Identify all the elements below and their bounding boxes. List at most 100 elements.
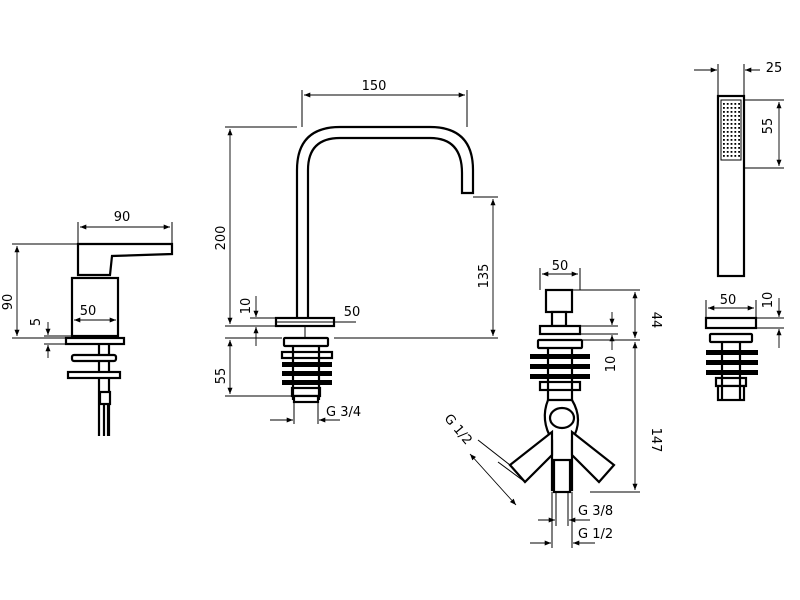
nozzle-dot xyxy=(726,131,729,133)
shower-handle xyxy=(716,94,746,278)
mixer-height-label: 90 xyxy=(1,294,16,311)
nozzle-dot xyxy=(723,135,725,137)
nozzle-dot xyxy=(734,151,737,153)
nozzle-dot xyxy=(723,103,725,105)
valve-width-label: 50 xyxy=(552,259,569,274)
nozzle-dot xyxy=(723,107,725,109)
nozzle-dot xyxy=(738,147,740,149)
nozzle-dot xyxy=(734,155,737,157)
mixer-view: 90 90 50 5 xyxy=(1,210,174,436)
nozzle-dot xyxy=(726,143,729,145)
base-plate xyxy=(64,336,126,346)
valve-inlet-label: G 1/2 xyxy=(441,411,475,448)
nozzle-dot xyxy=(734,135,737,137)
nozzle-dot xyxy=(723,111,725,113)
nozzle-dot xyxy=(730,123,733,125)
nozzle-dot xyxy=(723,115,725,117)
nozzle-dot xyxy=(723,151,725,153)
spout-pipe xyxy=(295,125,475,318)
holder-view: 50 10 xyxy=(704,292,784,402)
nozzle-dot xyxy=(734,131,737,133)
nozzle-dot xyxy=(730,115,733,117)
nozzle-dot xyxy=(738,151,740,153)
nozzle-dot xyxy=(734,143,737,145)
nozzle-dot xyxy=(723,123,725,125)
nozzle-dot xyxy=(730,131,733,133)
nozzle-dot xyxy=(734,115,737,117)
nozzle-dot xyxy=(730,103,733,105)
nozzle-dot xyxy=(738,107,740,109)
nozzle-dot xyxy=(726,111,729,113)
nozzle-dot xyxy=(738,111,740,113)
nozzle-dot xyxy=(723,143,725,145)
holder-plate xyxy=(704,316,758,330)
valve-outlet-small-label: G 3/8 xyxy=(578,504,613,519)
nozzle-dot xyxy=(734,103,737,105)
nozzle-dot xyxy=(723,127,725,129)
nozzle-dot xyxy=(738,115,740,117)
mixer-gap-label: 5 xyxy=(29,318,44,326)
nozzle-dot xyxy=(730,151,733,153)
spout-height-label: 200 xyxy=(214,226,229,251)
spout-thread-label: G 3/4 xyxy=(326,405,361,420)
nozzle-dot xyxy=(726,139,729,141)
nozzle-dot xyxy=(730,107,733,109)
nozzle-dot xyxy=(738,143,740,145)
nozzle-dot xyxy=(738,131,740,133)
mixer-width-label: 90 xyxy=(114,210,131,225)
spout-outlet-label: 135 xyxy=(477,264,492,289)
mixer-body xyxy=(70,276,120,338)
nozzle-dot xyxy=(723,139,725,141)
nozzle-dot xyxy=(734,139,737,141)
nozzle-dot xyxy=(723,147,725,149)
nozzle-dot xyxy=(726,127,729,129)
holder-width-label: 50 xyxy=(720,293,737,308)
spout-plate-width-label: 50 xyxy=(344,305,361,320)
nozzle-dot xyxy=(730,143,733,145)
valve-view: 50 44 10 147 G 1/2 G 3/8 G 1/2 xyxy=(441,259,663,548)
nozzle-dot xyxy=(726,107,729,109)
shower-width-label: 25 xyxy=(766,61,783,76)
nozzle-dot xyxy=(726,123,729,125)
nozzle-dot xyxy=(726,115,729,117)
lever-handle xyxy=(76,242,174,277)
nozzle-dot xyxy=(738,127,740,129)
nozzle-dot xyxy=(726,151,729,153)
nozzle-dot xyxy=(738,119,740,121)
nozzle-dot xyxy=(730,119,733,121)
nozzle-dot xyxy=(726,155,729,157)
nozzle-dot xyxy=(734,147,737,149)
shower-nozzle-grid xyxy=(723,103,740,157)
nozzle-dot xyxy=(730,147,733,149)
nozzle-dot xyxy=(738,155,740,157)
spout-reach-label: 150 xyxy=(362,79,387,94)
nozzle-dot xyxy=(730,127,733,129)
nozzle-dot xyxy=(730,135,733,137)
nozzle-dot xyxy=(723,119,725,121)
nozzle-dot xyxy=(734,107,737,109)
shower-head-label: 55 xyxy=(761,118,776,135)
holder-thickness-label: 10 xyxy=(761,292,776,309)
nozzle-dot xyxy=(738,123,740,125)
nozzle-dot xyxy=(734,123,737,125)
valve-cap xyxy=(544,288,574,314)
nozzle-dot xyxy=(726,119,729,121)
nozzle-dot xyxy=(738,135,740,137)
nozzle-dot xyxy=(726,103,729,105)
mixer-base-label: 50 xyxy=(80,304,97,319)
nozzle-dot xyxy=(723,155,725,157)
nozzle-dot xyxy=(738,103,740,105)
nozzle-dot xyxy=(734,127,737,129)
nozzle-dot xyxy=(730,111,733,113)
valve-depth-label: 147 xyxy=(648,428,663,453)
nozzle-dot xyxy=(726,135,729,137)
nozzle-dot xyxy=(723,131,725,133)
spout-view: 150 200 135 10 50 55 G 3/4 xyxy=(214,79,498,424)
nozzle-dot xyxy=(734,119,737,121)
spout-shank-label: 55 xyxy=(214,368,229,385)
valve-height-label: 44 xyxy=(648,312,663,329)
hand-shower-view: 25 55 xyxy=(694,61,784,278)
nozzle-dot xyxy=(726,147,729,149)
nozzle-dot xyxy=(734,111,737,113)
